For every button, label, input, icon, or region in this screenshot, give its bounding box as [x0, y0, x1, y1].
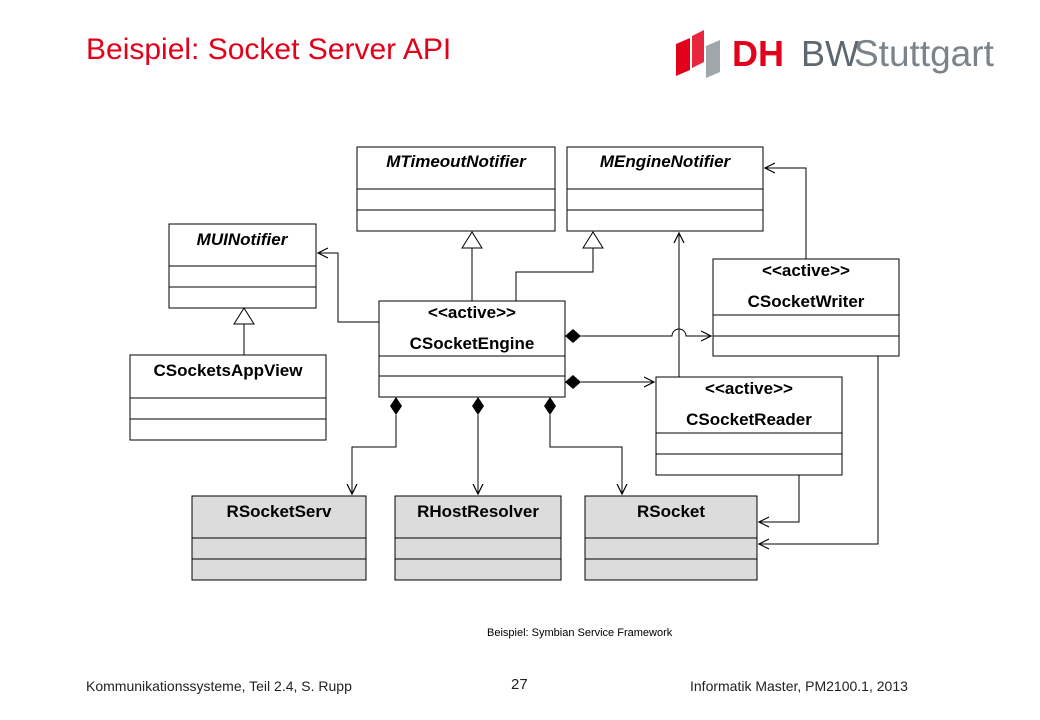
- logo-dh-text: DH: [732, 33, 784, 74]
- footer-course: Kommunikationssysteme, Teil 2.4, S. Rupp: [86, 678, 352, 694]
- class-muinotifier: MUINotifier: [168, 223, 317, 309]
- composition-engine-writer: [565, 328, 711, 343]
- logo-bw-text: BW: [801, 33, 859, 74]
- class-mtimeoutnotifier: MTimeoutNotifier: [356, 146, 556, 232]
- class-stereotype: <<active>>: [705, 379, 793, 398]
- diagram-caption: Beispiel: Symbian Service Framework: [487, 627, 673, 639]
- inheritance-engine-timeout: [461, 231, 483, 301]
- class-name: RSocket: [637, 502, 705, 521]
- class-name: CSocketReader: [686, 410, 812, 429]
- dhbw-logo: DH BW Stuttgart: [670, 26, 994, 82]
- class-name: RSocketServ: [227, 502, 332, 521]
- class-name: CSocketEngine: [410, 334, 535, 353]
- class-rsocketserv: RSocketServ: [191, 495, 367, 581]
- class-stereotype: <<active>>: [428, 303, 516, 322]
- composition-engine-rsocket: [544, 397, 622, 494]
- logo-city-text: Stuttgart: [854, 33, 994, 74]
- class-csocketengine: <<active>> CSocketEngine: [378, 300, 566, 398]
- inheritance-engine-enginenotifier: [515, 231, 604, 301]
- footer-program: Informatik Master, PM2100.1, 2013: [690, 678, 908, 694]
- class-name: MEngineNotifier: [600, 152, 732, 171]
- dhbw-logo-mark-icon: [676, 30, 720, 78]
- class-stereotype: <<active>>: [762, 261, 850, 280]
- class-name: CSocketWriter: [748, 292, 865, 311]
- page-title: Beispiel: Socket Server API: [86, 33, 452, 66]
- class-csocketsappview: CSocketsAppView: [129, 354, 327, 441]
- composition-engine-reader: [565, 375, 654, 389]
- class-name: CSocketsAppView: [154, 361, 304, 380]
- association-writer-enginenotifier: [765, 168, 807, 259]
- class-csocketwriter: <<active>> CSocketWriter: [712, 258, 900, 357]
- class-rhostresolver: RHostResolver: [394, 495, 562, 581]
- class-menginenotifier: MEngineNotifier: [566, 146, 764, 232]
- composition-engine-hostresolver: [472, 397, 484, 494]
- footer-page-number: 27: [511, 676, 528, 693]
- class-name: MUINotifier: [197, 230, 289, 249]
- composition-engine-socketserv: [352, 397, 402, 494]
- association-engine-uinotifier: [318, 253, 379, 323]
- association-writer-rsocket: [759, 356, 879, 544]
- class-rsocket: RSocket: [584, 495, 758, 581]
- inheritance-appview-uinotifier: [233, 307, 255, 355]
- class-name: RHostResolver: [417, 502, 539, 521]
- class-name: MTimeoutNotifier: [386, 152, 527, 171]
- association-reader-rsocket: [759, 475, 800, 522]
- class-csocketreader: <<active>> CSocketReader: [655, 376, 843, 476]
